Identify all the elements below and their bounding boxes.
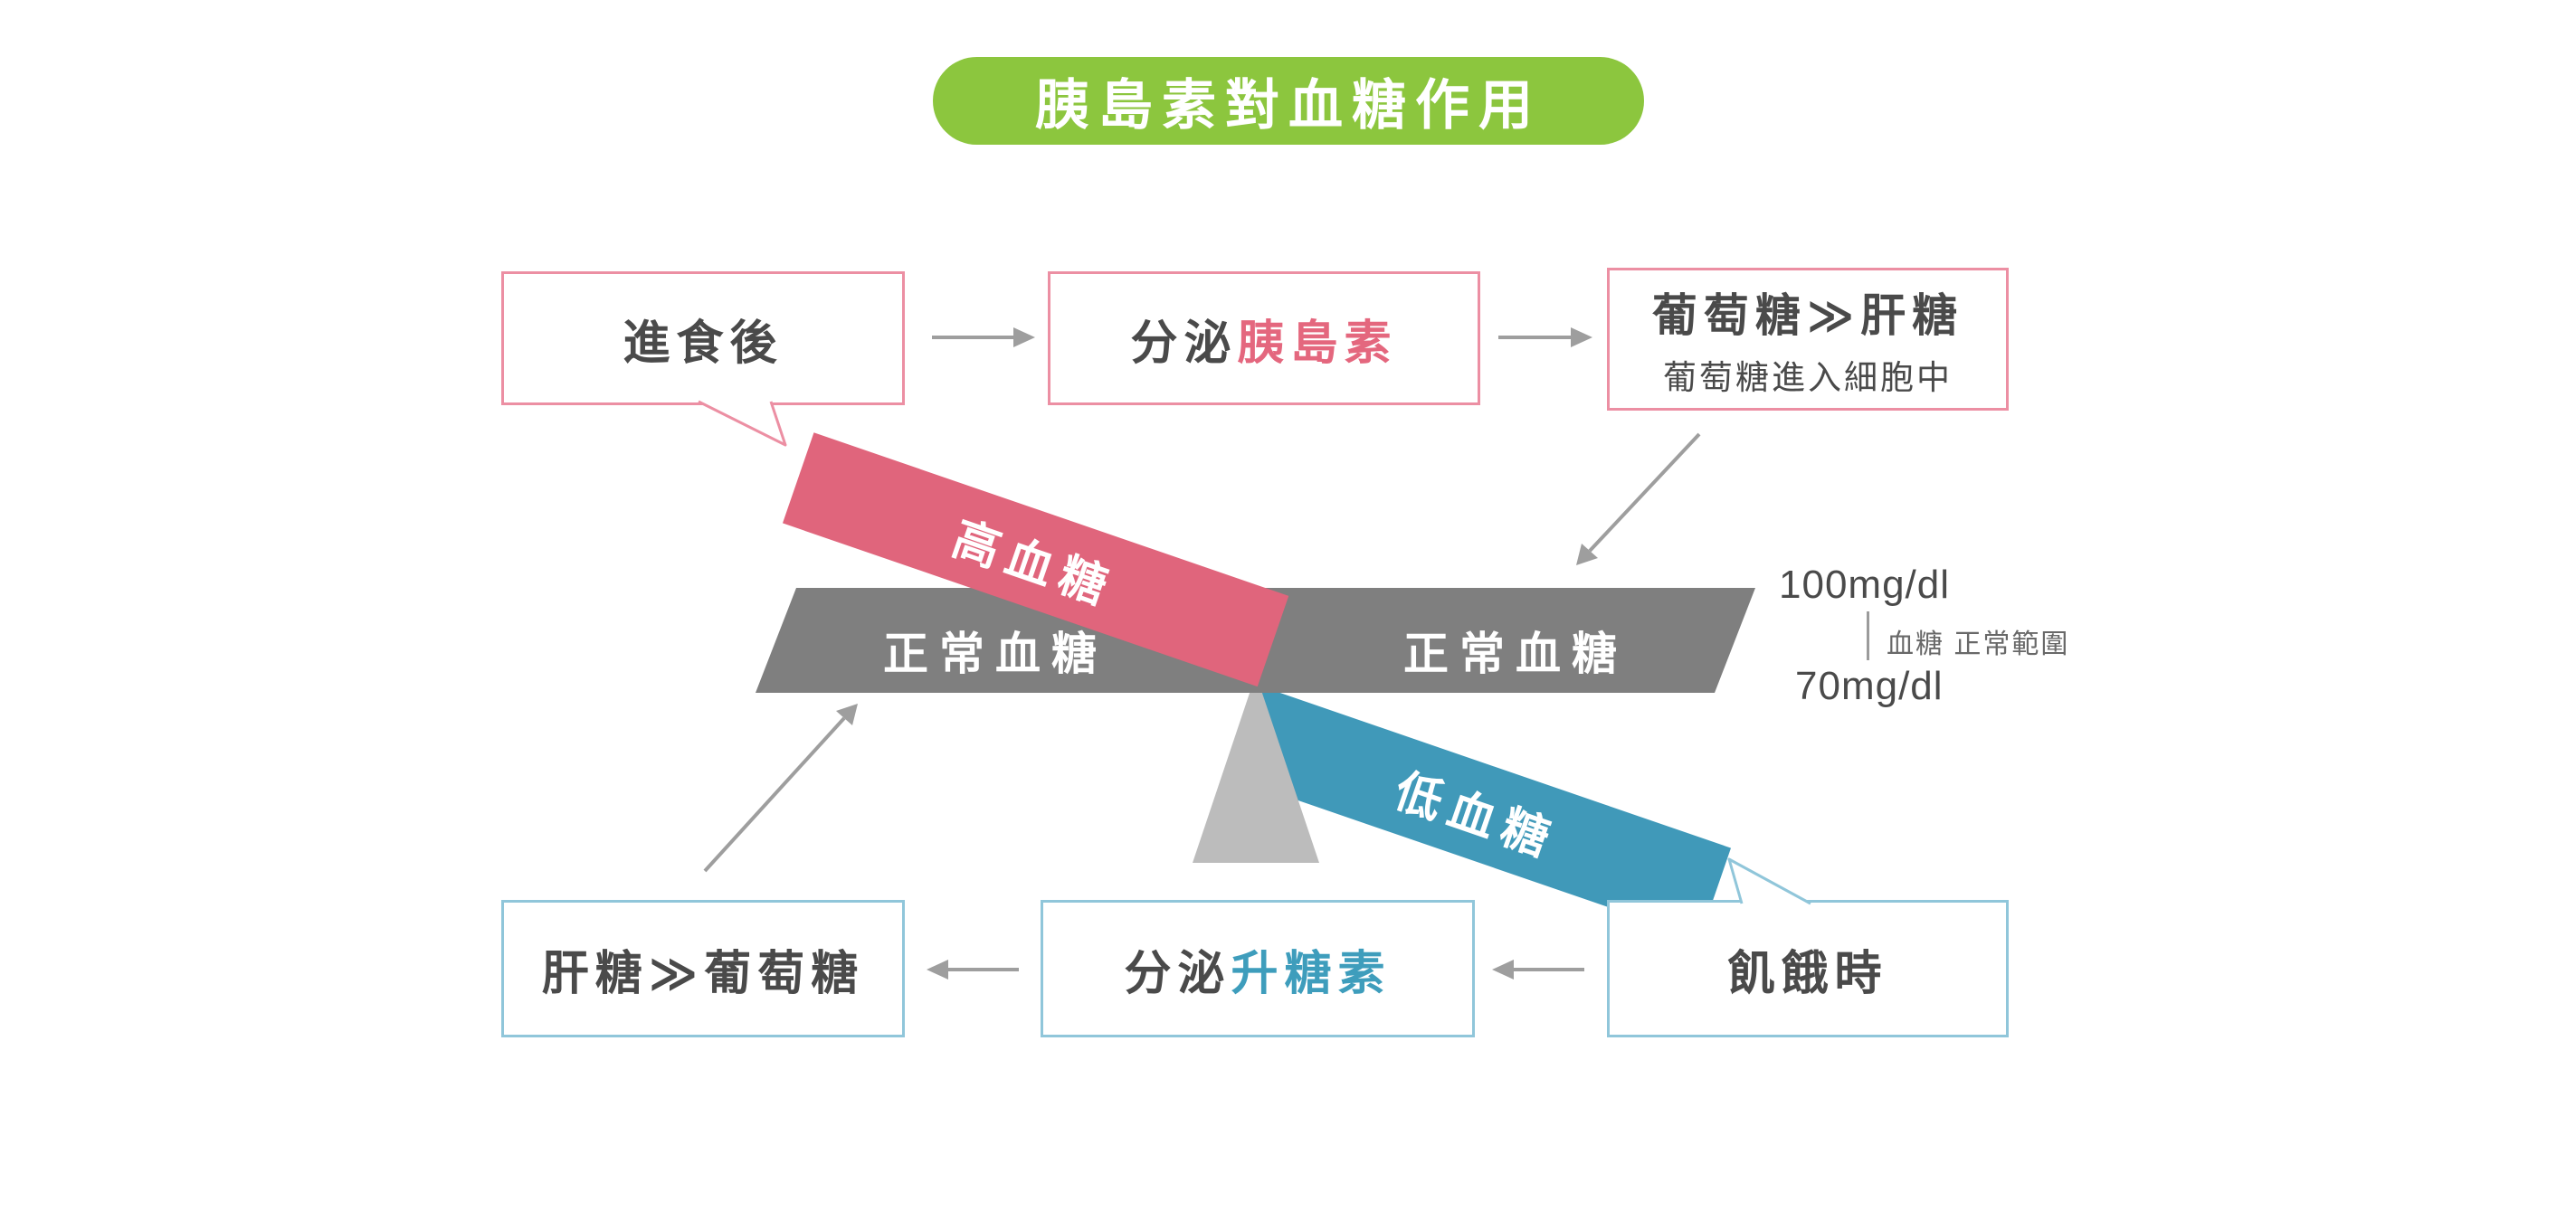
box-when-hungry: 飢餓時 <box>1607 900 2009 1037</box>
glycogen-to-glucose-label: 肝糖≫葡萄糖 <box>541 947 865 1000</box>
normal-blood-sugar-left-label: 正常血糖 <box>883 629 1107 679</box>
arrow-after-eating-to-insulin <box>932 327 1035 347</box>
box-secrete-insulin: 分泌胰島素 <box>1048 271 1480 405</box>
box-after-eating: 進食後 <box>501 271 905 405</box>
speech-tail-after-eating <box>698 400 787 447</box>
glucagon-label: 升糖素 <box>1231 947 1392 1000</box>
when-hungry-label: 飢餓時 <box>1727 947 1888 1000</box>
secrete-prefix-label: 分泌 <box>1130 317 1238 370</box>
range-note-label: 血糖 正常範圍 <box>1887 629 2070 659</box>
glucose-into-cells-label: 葡萄糖進入細胞中 <box>1663 359 1953 396</box>
page-title: 胰島素對血糖作用 <box>933 57 1644 145</box>
arrow-glucose-to-seesaw <box>703 704 858 873</box>
range-lower-value: 70mg/dl <box>1795 664 1944 708</box>
box-secrete-glucagon: 分泌升糖素 <box>1041 900 1475 1037</box>
range-bracket-line <box>1867 611 1869 660</box>
secrete-prefix-label-2: 分泌 <box>1124 947 1231 1000</box>
box-glucose-to-glycogen: 葡萄糖≫肝糖 葡萄糖進入細胞中 <box>1607 268 2009 411</box>
low-blood-sugar-label: 低血糖 <box>1388 763 1564 869</box>
arrow-hungry-to-glucagon <box>1492 960 1584 980</box>
speech-tail-hungry <box>1727 857 1811 905</box>
box-glycogen-to-glucose: 肝糖≫葡萄糖 <box>501 900 905 1037</box>
insulin-label: 胰島素 <box>1237 317 1398 370</box>
arrow-glycogen-to-seesaw <box>1576 432 1701 565</box>
after-eating-label: 進食後 <box>623 317 784 370</box>
normal-blood-sugar-right-label: 正常血糖 <box>1403 629 1628 679</box>
range-upper-value: 100mg/dl <box>1779 563 1951 607</box>
glucose-to-glycogen-label: 葡萄糖≫肝糖 <box>1651 290 1964 341</box>
arrow-insulin-to-glycogen <box>1498 327 1592 347</box>
arrow-glucagon-to-glycogen-box <box>927 960 1019 980</box>
